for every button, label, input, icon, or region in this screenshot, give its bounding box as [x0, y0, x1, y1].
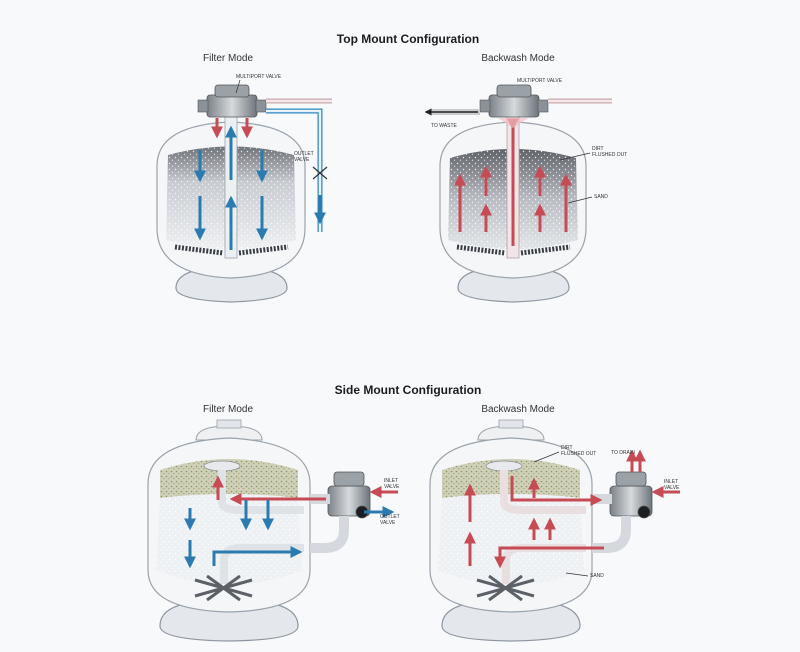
side-backwash-panel: Backwash Mode DIRT FLUSHED OUT TO — [429, 404, 680, 642]
laterals — [476, 574, 535, 602]
label-inlet: INLET — [384, 478, 398, 484]
flow-arrow — [510, 476, 603, 506]
sand-texture — [438, 494, 584, 585]
label-inlet-valve: VALVE — [384, 484, 400, 490]
valve-port-right — [537, 99, 549, 113]
label-multiport-valve: MULTIPORT VALVE — [236, 74, 282, 80]
connector-pipe — [592, 516, 631, 553]
label-dirt: DIRT — [561, 445, 573, 451]
lid-cap — [216, 419, 242, 429]
valve-handle — [333, 471, 365, 487]
connector-pipe — [310, 516, 349, 553]
leader-line — [533, 451, 560, 463]
label-sand: SAND — [594, 194, 608, 200]
label-outlet-valve: VALVE — [380, 520, 396, 526]
internal-pipe — [500, 470, 586, 514]
valve-handle — [615, 471, 647, 487]
leader-line — [565, 572, 589, 577]
side-mount-heading: Side Mount Configuration — [335, 383, 482, 397]
side-backwash-title: Backwash Mode — [481, 404, 555, 415]
label-inlet-valve: VALVE — [664, 485, 680, 491]
label-flushed-out: FLUSHED OUT — [592, 152, 627, 158]
top-backwash-title: Backwash Mode — [481, 53, 555, 64]
outlet-pipe-core — [266, 109, 322, 232]
label-sand: SAND — [590, 573, 604, 579]
flow-fan — [498, 118, 528, 128]
outlet-valve-symbol — [312, 166, 328, 180]
label-to-drain: TO DRAIN — [611, 450, 635, 456]
laterals — [456, 244, 571, 256]
valve-port-left — [479, 99, 491, 113]
label-valve: VALVE — [294, 157, 310, 163]
internal-pipe — [218, 470, 304, 514]
side-filter-title: Filter Mode — [203, 404, 253, 415]
diffuser — [485, 460, 523, 472]
leader-line — [559, 152, 591, 161]
top-mount-heading: Top Mount Configuration — [337, 32, 479, 46]
multiport-valve — [206, 94, 258, 118]
valve-port-left — [197, 99, 209, 113]
dirt-texture — [160, 459, 298, 498]
valve-port-right — [255, 99, 267, 113]
multiport-valve — [488, 94, 540, 118]
valve-handle — [496, 84, 532, 98]
label-to-waste: TO WASTE — [431, 123, 458, 129]
label-multiport-valve: MULTIPORT VALVE — [517, 78, 563, 84]
label-inlet: INLET — [664, 479, 678, 485]
flow-arrow — [212, 546, 303, 566]
diffuser — [203, 460, 241, 472]
top-filter-title: Filter Mode — [203, 53, 253, 64]
label-flushed-out: FLUSHED OUT — [561, 451, 596, 457]
valve-port — [637, 505, 651, 519]
top-filter-panel: Filter Mode MULTIPORT VALV — [156, 53, 332, 303]
label-outlet: OUTLET — [380, 514, 400, 520]
label-outlet: OUTLET — [294, 151, 314, 157]
laterals — [194, 574, 253, 602]
side-filter-panel: Filter Mode — [147, 404, 400, 642]
leader-line — [567, 196, 593, 204]
laterals — [174, 244, 289, 256]
flow-arrow — [494, 546, 604, 569]
leader-line — [235, 79, 241, 94]
label-dirt: DIRT — [592, 146, 604, 152]
valve-handle — [214, 84, 250, 98]
lid-cap — [498, 419, 524, 429]
top-backwash-panel: Backwash Mode MULTIPORT VALVE TO WASTE D… — [424, 53, 627, 303]
